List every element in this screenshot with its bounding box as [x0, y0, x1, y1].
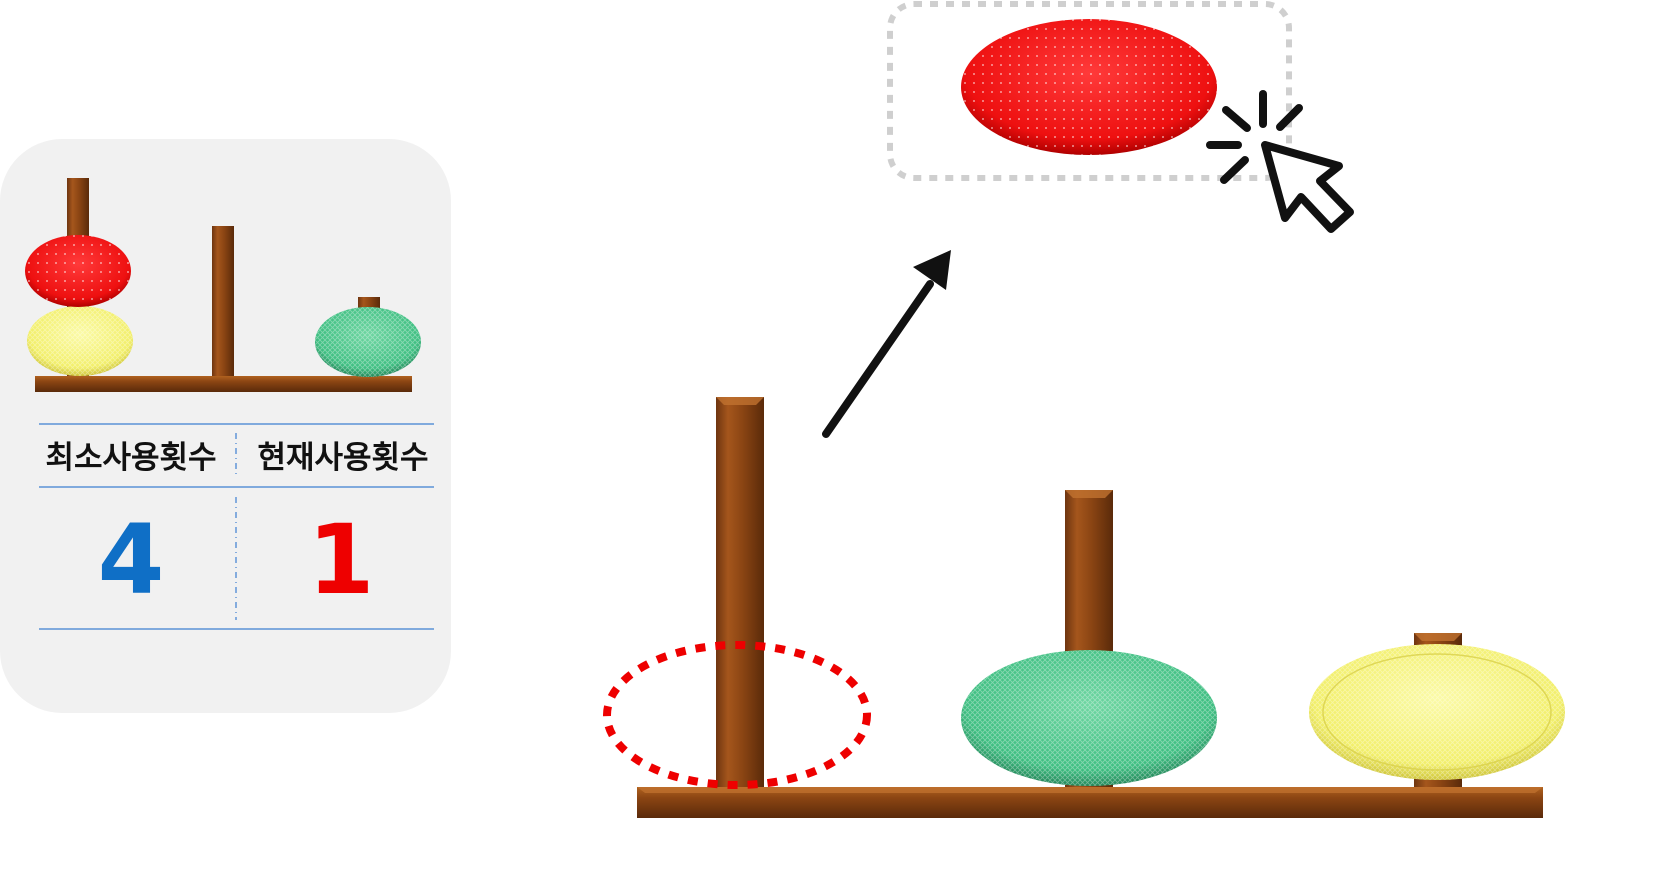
current-moves-label: 현재사용횟수	[257, 440, 428, 476]
mini-disk-green	[315, 307, 421, 377]
disk-green[interactable]	[961, 650, 1217, 786]
min-moves-label: 최소사용횟수	[45, 440, 216, 476]
main-board	[603, 397, 1565, 818]
mini-disk-red	[25, 235, 131, 307]
mini-preview	[25, 178, 421, 392]
mini-base	[35, 376, 412, 392]
cursor-click-icon	[1206, 90, 1354, 233]
mini-peg-middle	[212, 226, 234, 383]
lifted-disk-selection	[887, 1, 1292, 181]
disk-yellow[interactable]	[1309, 644, 1565, 780]
min-moves-value: 4	[98, 504, 165, 616]
empty-slot-highlight[interactable]	[603, 641, 871, 789]
peg-left[interactable]	[716, 397, 764, 791]
move-arrow-icon	[822, 250, 951, 438]
current-moves-value: 1	[308, 504, 375, 616]
score-panel: 최소사용횟수 현재사용횟수 4 1	[0, 139, 451, 713]
board-base	[637, 787, 1543, 818]
disk-red-lifted[interactable]	[961, 19, 1217, 155]
mini-disk-yellow	[27, 306, 133, 376]
